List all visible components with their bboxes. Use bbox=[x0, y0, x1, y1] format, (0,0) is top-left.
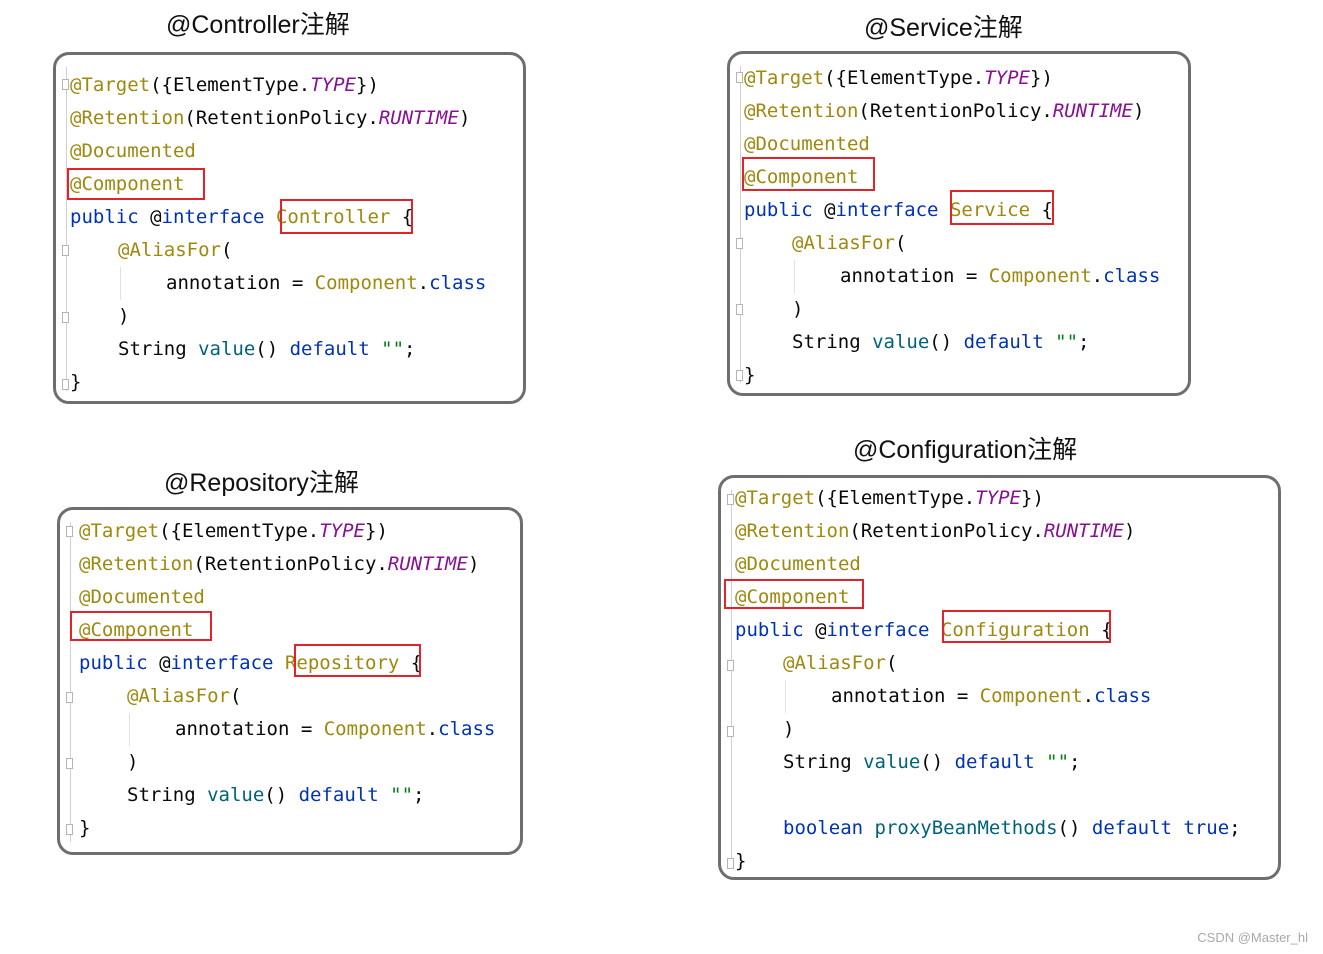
code-line-interface-decl: public @interface Service { bbox=[744, 199, 1053, 221]
code-line-target: @Target({ElementType.TYPE}) bbox=[70, 74, 379, 96]
fold-marker-icon[interactable] bbox=[736, 238, 743, 249]
code-line-retention: @Retention(RetentionPolicy.RUNTIME) bbox=[744, 100, 1145, 122]
fold-marker-icon[interactable] bbox=[62, 245, 69, 256]
fold-marker-icon[interactable] bbox=[66, 526, 73, 537]
code-line-close-brace: } bbox=[79, 817, 91, 839]
fold-marker-icon[interactable] bbox=[736, 304, 743, 315]
code-line-annotation-attr: annotation = Component.class bbox=[831, 685, 1152, 707]
code-line-target: @Target({ElementType.TYPE}) bbox=[744, 67, 1053, 89]
code-line-target: @Target({ElementType.TYPE}) bbox=[735, 487, 1044, 509]
fold-marker-icon[interactable] bbox=[736, 72, 743, 83]
configuration-panel-title: @Configuration注解 bbox=[853, 436, 1078, 464]
code-line-close-brace: } bbox=[70, 371, 82, 393]
code-line-close-paren: ) bbox=[783, 718, 795, 740]
service-panel-title: @Service注解 bbox=[864, 14, 1023, 42]
code-gutter bbox=[66, 522, 76, 842]
code-line-interface-decl: public @interface Controller { bbox=[70, 206, 414, 228]
interface-name: Configuration bbox=[940, 619, 1090, 641]
service-code-panel: @Target({ElementType.TYPE}) @Retention(R… bbox=[727, 51, 1191, 396]
fold-marker-icon[interactable] bbox=[66, 692, 73, 703]
fold-marker-icon[interactable] bbox=[736, 370, 743, 381]
code-line-close-brace: } bbox=[735, 850, 747, 872]
fold-marker-icon[interactable] bbox=[66, 758, 73, 769]
code-gutter bbox=[736, 66, 746, 383]
code-line-aliasfor: @AliasFor( bbox=[783, 652, 898, 674]
code-line-interface-decl: public @interface Repository { bbox=[79, 652, 423, 674]
fold-marker-icon[interactable] bbox=[727, 858, 734, 869]
interface-name: Repository bbox=[284, 652, 400, 674]
code-line-documented: @Documented bbox=[79, 586, 205, 608]
code-gutter bbox=[727, 490, 737, 869]
controller-code-panel: @Target({ElementType.TYPE}) @Retention(R… bbox=[53, 52, 526, 404]
code-line-aliasfor: @AliasFor( bbox=[792, 232, 907, 254]
code-line-aliasfor: @AliasFor( bbox=[127, 685, 242, 707]
interface-name: Service bbox=[949, 199, 1031, 221]
code-line-value-decl: String value() default ""; bbox=[792, 331, 1090, 353]
configuration-code-panel: @Target({ElementType.TYPE}) @Retention(R… bbox=[718, 475, 1281, 880]
fold-marker-icon[interactable] bbox=[62, 312, 69, 323]
code-line-value-decl: String value() default ""; bbox=[118, 338, 416, 360]
repository-panel-title: @Repository注解 bbox=[164, 469, 359, 497]
controller-panel-title: @Controller注解 bbox=[166, 11, 350, 39]
code-line-retention: @Retention(RetentionPolicy.RUNTIME) bbox=[70, 107, 471, 129]
code-line-value-decl: String value() default ""; bbox=[127, 784, 425, 806]
code-line-aliasfor: @AliasFor( bbox=[118, 239, 233, 261]
fold-marker-icon[interactable] bbox=[62, 379, 69, 390]
code-line-component: @Component bbox=[70, 173, 185, 195]
watermark: CSDN @Master_hl bbox=[1197, 930, 1308, 945]
code-line-interface-decl: public @interface Configuration { bbox=[735, 619, 1113, 641]
code-line-close-paren: ) bbox=[792, 298, 804, 320]
fold-marker-icon[interactable] bbox=[727, 726, 734, 737]
code-line-close-paren: ) bbox=[127, 751, 139, 773]
code-line-documented: @Documented bbox=[744, 133, 870, 155]
fold-marker-icon[interactable] bbox=[66, 824, 73, 835]
interface-name: Controller bbox=[275, 206, 391, 228]
code-gutter bbox=[62, 67, 72, 391]
code-line-component: @Component bbox=[79, 619, 194, 641]
code-line-proxy-decl: boolean proxyBeanMethods() default true; bbox=[783, 817, 1241, 839]
code-line-value-decl: String value() default ""; bbox=[783, 751, 1081, 773]
fold-marker-icon[interactable] bbox=[727, 494, 734, 505]
code-line-retention: @Retention(RetentionPolicy.RUNTIME) bbox=[735, 520, 1136, 542]
code-line-close-paren: ) bbox=[118, 305, 130, 327]
code-line-target: @Target({ElementType.TYPE}) bbox=[79, 520, 388, 542]
code-line-annotation-attr: annotation = Component.class bbox=[166, 272, 487, 294]
code-line-component: @Component bbox=[744, 166, 859, 188]
code-line-component: @Component bbox=[735, 586, 850, 608]
fold-marker-icon[interactable] bbox=[62, 79, 69, 90]
code-line-documented: @Documented bbox=[70, 140, 196, 162]
fold-marker-icon[interactable] bbox=[727, 660, 734, 671]
code-line-close-brace: } bbox=[744, 364, 756, 386]
code-line-documented: @Documented bbox=[735, 553, 861, 575]
repository-code-panel: @Target({ElementType.TYPE}) @Retention(R… bbox=[57, 507, 523, 855]
code-line-annotation-attr: annotation = Component.class bbox=[840, 265, 1161, 287]
code-line-retention: @Retention(RetentionPolicy.RUNTIME) bbox=[79, 553, 480, 575]
code-line-annotation-attr: annotation = Component.class bbox=[175, 718, 496, 740]
